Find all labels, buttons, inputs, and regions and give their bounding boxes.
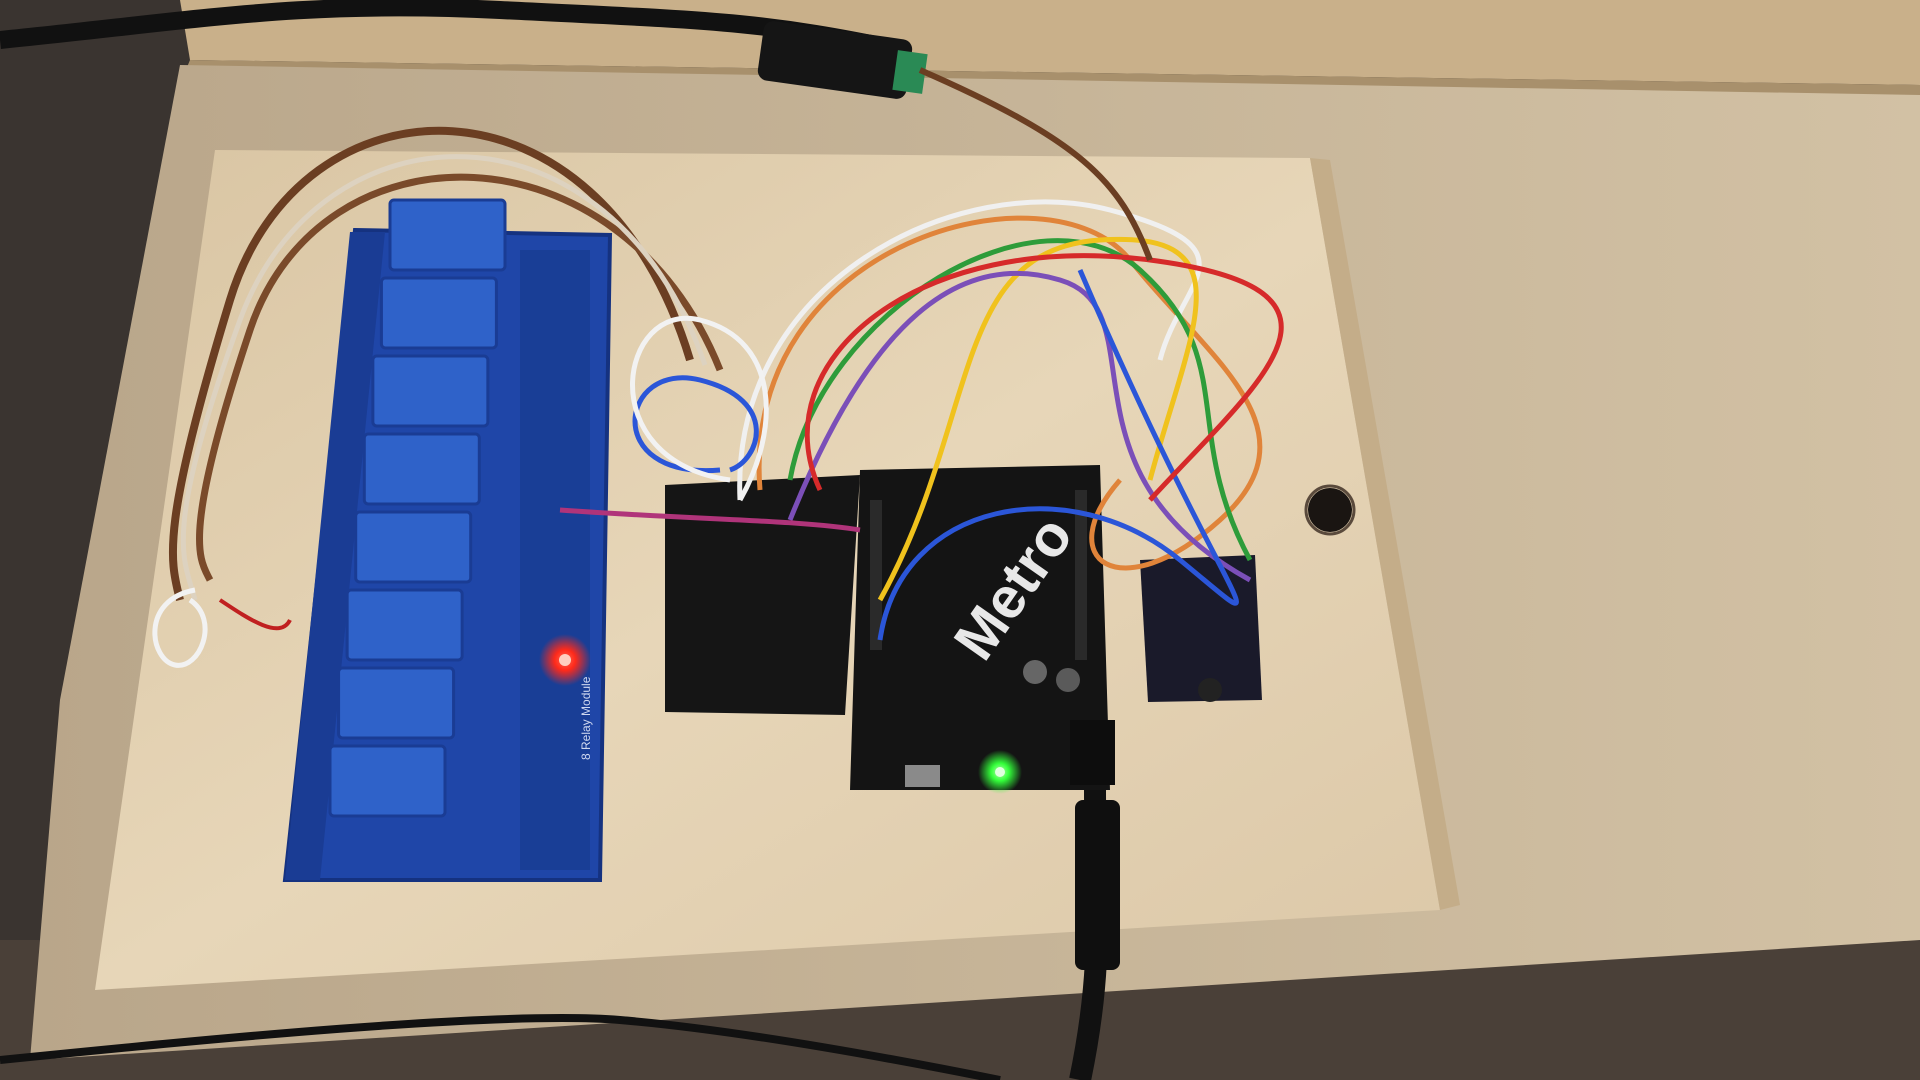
screw-hole-rim bbox=[1304, 484, 1356, 536]
jumper-wires bbox=[559, 199, 1284, 641]
dc-plug-bottom bbox=[1075, 800, 1120, 970]
relay-1 bbox=[388, 198, 507, 272]
rtc-battery bbox=[1198, 678, 1222, 702]
brown-wire-left-2 bbox=[196, 173, 724, 582]
relay-module-label: 8 Relay Module bbox=[579, 676, 593, 760]
breadboard bbox=[665, 475, 860, 715]
dc-jack-terminal bbox=[892, 50, 928, 94]
plywood-board-edge bbox=[1310, 158, 1460, 910]
dc-plug-top bbox=[757, 21, 913, 99]
magenta-wire bbox=[559, 507, 861, 533]
orange-wire bbox=[756, 215, 1263, 571]
metro-power-led bbox=[995, 767, 1005, 777]
relay-5 bbox=[354, 510, 473, 584]
relay-module-components bbox=[520, 250, 590, 870]
metro-capacitor bbox=[1023, 660, 1047, 684]
white-wire-left bbox=[180, 154, 708, 601]
relay-8 bbox=[328, 744, 447, 818]
metro-capacitor-2 bbox=[1056, 668, 1080, 692]
relay-2 bbox=[379, 276, 498, 350]
relay-4 bbox=[362, 432, 481, 506]
relay-7 bbox=[337, 666, 456, 740]
relay-3 bbox=[371, 354, 490, 428]
yellow-wire bbox=[877, 236, 1199, 602]
brown-wire-left-1 bbox=[168, 126, 694, 601]
metro-board bbox=[850, 465, 1110, 790]
white-loop-wire bbox=[630, 315, 769, 502]
metro-header-pins bbox=[870, 490, 1087, 660]
blue-loop-wire bbox=[632, 375, 759, 474]
relay-6 bbox=[345, 588, 464, 662]
red-wire-left bbox=[218, 598, 292, 631]
brown-wire-to-terminal bbox=[918, 67, 1153, 262]
purple-wire bbox=[787, 270, 1252, 583]
screw-hole bbox=[1308, 488, 1352, 532]
usb-cable-bottom bbox=[0, 1014, 1001, 1080]
white-wire-loop bbox=[152, 587, 208, 668]
metro-dc-jack bbox=[1070, 720, 1115, 785]
relay-power-led bbox=[559, 654, 571, 666]
metro-usb-port bbox=[905, 765, 940, 787]
blue-wire bbox=[877, 269, 1239, 641]
